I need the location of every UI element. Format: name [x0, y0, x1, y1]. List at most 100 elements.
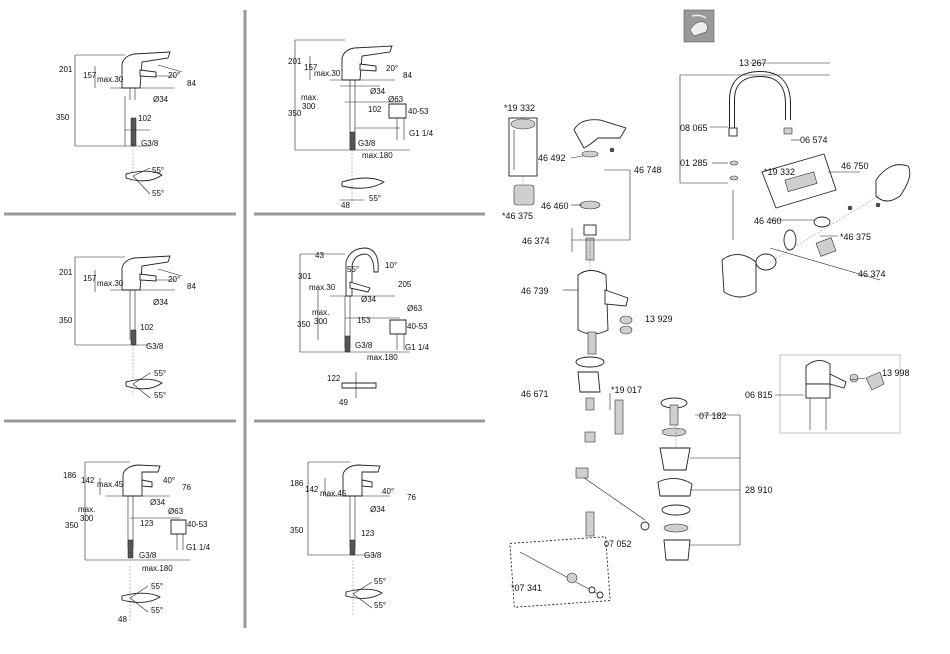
- dim-angle: 40°: [382, 487, 394, 496]
- part-label: 13 267: [739, 58, 767, 68]
- dim-hole: Ø34: [153, 298, 169, 307]
- dim-angle: 40°: [163, 476, 175, 485]
- dim-max-label: max.: [78, 505, 95, 514]
- dim-swivel-a: 55°: [154, 369, 166, 378]
- dim-max-value: 300: [80, 514, 94, 523]
- part-label: 07 052: [604, 539, 632, 549]
- dim-waste-range: 40-53: [408, 107, 429, 116]
- dim-depth: 350: [290, 526, 304, 535]
- dim-angle-b: 10°: [385, 261, 397, 270]
- dim-waste-thread: G1 1/4: [409, 129, 434, 138]
- dim-waste-range: 40-53: [407, 322, 428, 331]
- dim-reach: max.30: [97, 279, 124, 288]
- dim-reach: max.30: [309, 283, 336, 292]
- dim-hole: Ø34: [370, 505, 386, 514]
- dim-waste-dia: Ø63: [407, 304, 423, 313]
- part-label: *46 375: [502, 211, 533, 221]
- part-label: 06 815: [745, 390, 773, 400]
- part-label: *46 375: [840, 232, 871, 242]
- part-label: 46 460: [541, 201, 569, 211]
- dim-max-label: max.: [312, 308, 329, 317]
- dim-spout: 84: [187, 282, 196, 291]
- dim-height-mid: 157: [83, 71, 97, 80]
- dim-height-total: 201: [288, 57, 302, 66]
- dim-angle-a: 55°: [347, 265, 359, 274]
- dim-thread: G3/8: [355, 341, 373, 350]
- dim-hole: Ø34: [150, 498, 166, 507]
- dim-waste-reach: max.180: [362, 151, 393, 160]
- panel-bidet-mixer-waste-5: 186 142 max.45 40° 76 Ø34 max. 300 350 Ø…: [63, 461, 211, 624]
- part-label: 46 671: [521, 389, 549, 399]
- panel-tall-mixer-4: 43 55° 10° 301 205 max.30 Ø34 max. 300 3…: [297, 247, 430, 407]
- dim-thread: G3/8: [146, 342, 164, 351]
- part-label: 46 374: [522, 236, 550, 246]
- dim-spout: 76: [182, 483, 191, 492]
- dim-height-total: 301: [298, 272, 312, 281]
- bidet-side-view: [779, 354, 901, 434]
- dim-pitch: 123: [361, 529, 375, 538]
- dim-depth: 350: [288, 109, 302, 118]
- part-label: *07 341: [511, 583, 542, 593]
- dim-reach: max.45: [320, 489, 347, 498]
- part-label: 46 748: [634, 165, 662, 175]
- dim-swivel-b: 55°: [374, 601, 386, 610]
- dim-waste-dia: Ø63: [388, 95, 404, 104]
- dim-swivel-a: 55°: [152, 166, 164, 175]
- dim-top: 43: [315, 251, 324, 260]
- dim-pitch: 102: [368, 105, 382, 114]
- dim-swivel: 55°: [369, 194, 381, 203]
- dim-swivel-b: 55°: [151, 606, 163, 615]
- dim-hole: Ø34: [370, 87, 386, 96]
- cartridge-19332: [508, 117, 538, 206]
- dim-waste-dia: Ø63: [168, 507, 184, 516]
- panel-basin-mixer-3: 201 157 max.30 20° 84 Ø34 350 102 G3/8 5…: [59, 255, 196, 400]
- dim-waste-reach: max.180: [367, 353, 398, 362]
- dim-offset: 48: [341, 201, 350, 210]
- panel-bidet-mixer-6: 186 142 max.45 40° 76 Ø34 350 123 G3/8 5…: [290, 461, 416, 615]
- dim-spout: 84: [187, 79, 196, 88]
- part-label: 01 285: [680, 158, 708, 168]
- dim-max-value: 300: [314, 317, 328, 326]
- part-label: 08 065: [680, 123, 708, 133]
- dim-angle: 20°: [168, 275, 180, 284]
- dim-height-mid: 142: [305, 485, 319, 494]
- dim-height-mid: 157: [304, 63, 318, 72]
- dim-swivel-a: 55°: [374, 577, 386, 586]
- dim-depth: 350: [297, 320, 311, 329]
- dim-offset: 49: [339, 398, 348, 407]
- dim-angle: 20°: [386, 64, 398, 73]
- dim-reach: max.30: [97, 75, 124, 84]
- dim-angle: 20°: [168, 71, 180, 80]
- dim-spout: 76: [407, 493, 416, 502]
- dim-reach: max.30: [314, 69, 341, 78]
- dim-max-value: 300: [302, 102, 316, 111]
- lever-handle: [573, 119, 627, 149]
- part-label: 46 492: [538, 153, 566, 163]
- part-label: *19 017: [611, 385, 642, 395]
- part-label: *19 332: [764, 167, 795, 177]
- dim-depth: 350: [59, 316, 73, 325]
- part-label: 46 739: [521, 286, 549, 296]
- dim-hole: Ø34: [153, 95, 169, 104]
- dim-lever: 122: [327, 374, 341, 383]
- mixer-body: [577, 270, 609, 335]
- exploded-view-basin: [508, 117, 741, 608]
- parts-labels-right: 13 267 08 065 06 574 01 285 *19 332 46 7…: [680, 58, 910, 400]
- part-label: *19 332: [504, 103, 535, 113]
- dim-hole: Ø34: [361, 295, 377, 304]
- dim-thread: G3/8: [139, 551, 157, 560]
- part-label: 07 182: [699, 411, 727, 421]
- part-label: 46 750: [841, 161, 869, 171]
- dim-swivel-b: 55°: [152, 189, 164, 198]
- dim-offset: 48: [118, 615, 127, 624]
- dim-spout: 205: [398, 280, 412, 289]
- dim-height-mid: 157: [83, 274, 97, 283]
- part-label: 28 910: [745, 485, 773, 495]
- dim-max-label: max.: [301, 93, 318, 102]
- dim-swivel-b: 55°: [154, 391, 166, 400]
- dim-swivel-a: 55°: [151, 582, 163, 591]
- dim-height-mid: 142: [81, 476, 95, 485]
- dim-pitch: 153: [357, 316, 371, 325]
- dim-waste-thread: G1 1/4: [405, 343, 430, 352]
